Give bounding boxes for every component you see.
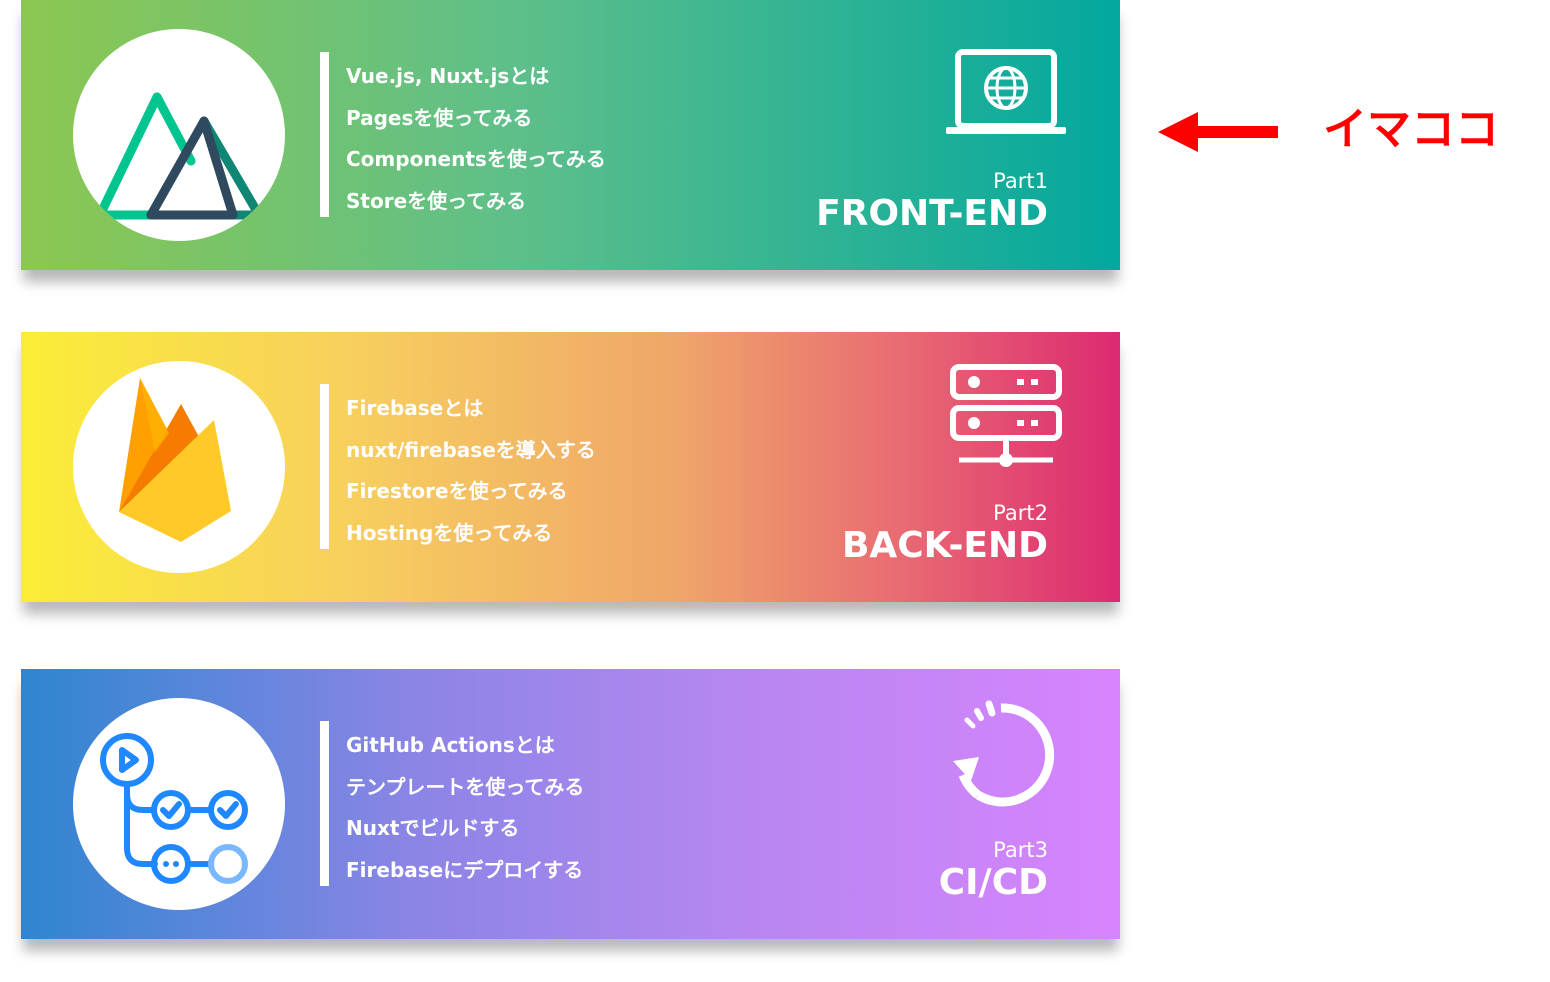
topic-item: Vue.js, Nuxt.jsとは: [346, 64, 550, 88]
section-title: FRONT-END: [816, 193, 1048, 234]
topic-item: Storeを使ってみる: [346, 188, 527, 213]
github-actions-logo-icon: [73, 698, 285, 910]
part-label: Part3: [993, 838, 1048, 862]
card-front-end: Vue.js, Nuxt.jsとは Pagesを使ってみる Components…: [21, 0, 1120, 270]
part-label: Part1: [993, 169, 1048, 193]
topic-item: Firebaseとは: [346, 396, 484, 420]
laptop-globe-icon: [941, 30, 1071, 140]
current-position-label: イマココ: [1323, 104, 1499, 155]
topic-list: Firebaseとは nuxt/firebaseを導入する Firestoreを…: [346, 388, 596, 554]
topic-list: Vue.js, Nuxt.jsとは Pagesを使ってみる Components…: [346, 56, 606, 222]
current-position-marker: イマココ: [1158, 106, 1538, 156]
arrow-left-icon: [1158, 112, 1278, 152]
topic-divider: [320, 721, 329, 886]
refresh-cycle-icon: [941, 699, 1071, 809]
card-back-end: Firebaseとは nuxt/firebaseを導入する Firestoreを…: [21, 332, 1120, 602]
topic-item: Firebaseにデプロイする: [346, 857, 584, 882]
topic-list: GitHub Actionsとは テンプレートを使ってみる Nuxtでビルドする…: [346, 725, 584, 891]
topic-item: Componentsを使ってみる: [346, 147, 606, 171]
section-title: CI/CD: [938, 862, 1048, 903]
topic-item: Nuxtでビルドする: [346, 816, 520, 840]
topic-item: Pagesを使ってみる: [346, 105, 533, 130]
topic-item: テンプレートを使ってみる: [346, 774, 585, 799]
topic-item: Hostingを使ってみる: [346, 520, 553, 545]
topic-divider: [320, 384, 329, 549]
card-ci-cd: GitHub Actionsとは テンプレートを使ってみる Nuxtでビルドする…: [21, 669, 1120, 939]
topic-divider: [320, 52, 329, 217]
topic-item: GitHub Actionsとは: [346, 733, 555, 757]
part-label: Part2: [993, 501, 1048, 525]
server-icon: [941, 362, 1071, 472]
nuxt-logo-icon: [73, 29, 285, 241]
topic-item: nuxt/firebaseを導入する: [346, 437, 596, 462]
firebase-logo-icon: [73, 361, 285, 573]
section-title: BACK-END: [841, 525, 1048, 566]
topic-item: Firestoreを使ってみる: [346, 479, 568, 503]
